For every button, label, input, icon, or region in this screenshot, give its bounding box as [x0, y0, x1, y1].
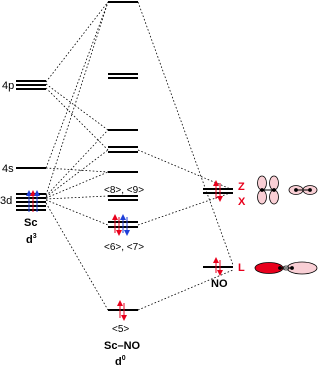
mo-4p-derived-levels — [108, 73, 138, 79]
ligand-name: NO — [211, 278, 228, 290]
mo-label-6-7: <6>, <7> — [104, 242, 144, 253]
sc-4p-level — [16, 80, 46, 90]
mo-6-7-electrons — [112, 214, 130, 236]
mo-label-8-9: <8>, <9> — [104, 185, 144, 196]
orbital-sketch-l — [254, 261, 318, 275]
orbital-sketch-x — [288, 185, 318, 195]
metal-name: Sc — [24, 217, 37, 229]
no-l-electrons — [213, 257, 223, 276]
mo-level-8-9 — [108, 195, 138, 201]
complex-config: d0 — [115, 355, 126, 368]
sc-3d-electrons — [26, 190, 40, 212]
correlation-lines — [45, 1, 234, 311]
sc-3d-level — [16, 193, 46, 211]
mo-level-pair-150 — [108, 146, 138, 153]
ao-label-3d: 3d — [0, 195, 12, 207]
ligand-label-z: Z — [238, 181, 245, 193]
ao-label-4p: 4p — [2, 80, 14, 92]
mo-label-5: <5> — [112, 324, 129, 335]
ligand-label-l: L — [238, 262, 245, 274]
mo-5-electrons — [117, 300, 127, 321]
no-zx-electrons — [213, 180, 223, 202]
complex-name: Sc–NO — [104, 340, 141, 352]
ligand-label-x: X — [238, 196, 246, 208]
no-zx-levels — [203, 188, 233, 194]
orbital-sketch-z — [257, 175, 279, 205]
ao-label-4s: 4s — [2, 163, 14, 175]
metal-config: d3 — [26, 233, 37, 246]
